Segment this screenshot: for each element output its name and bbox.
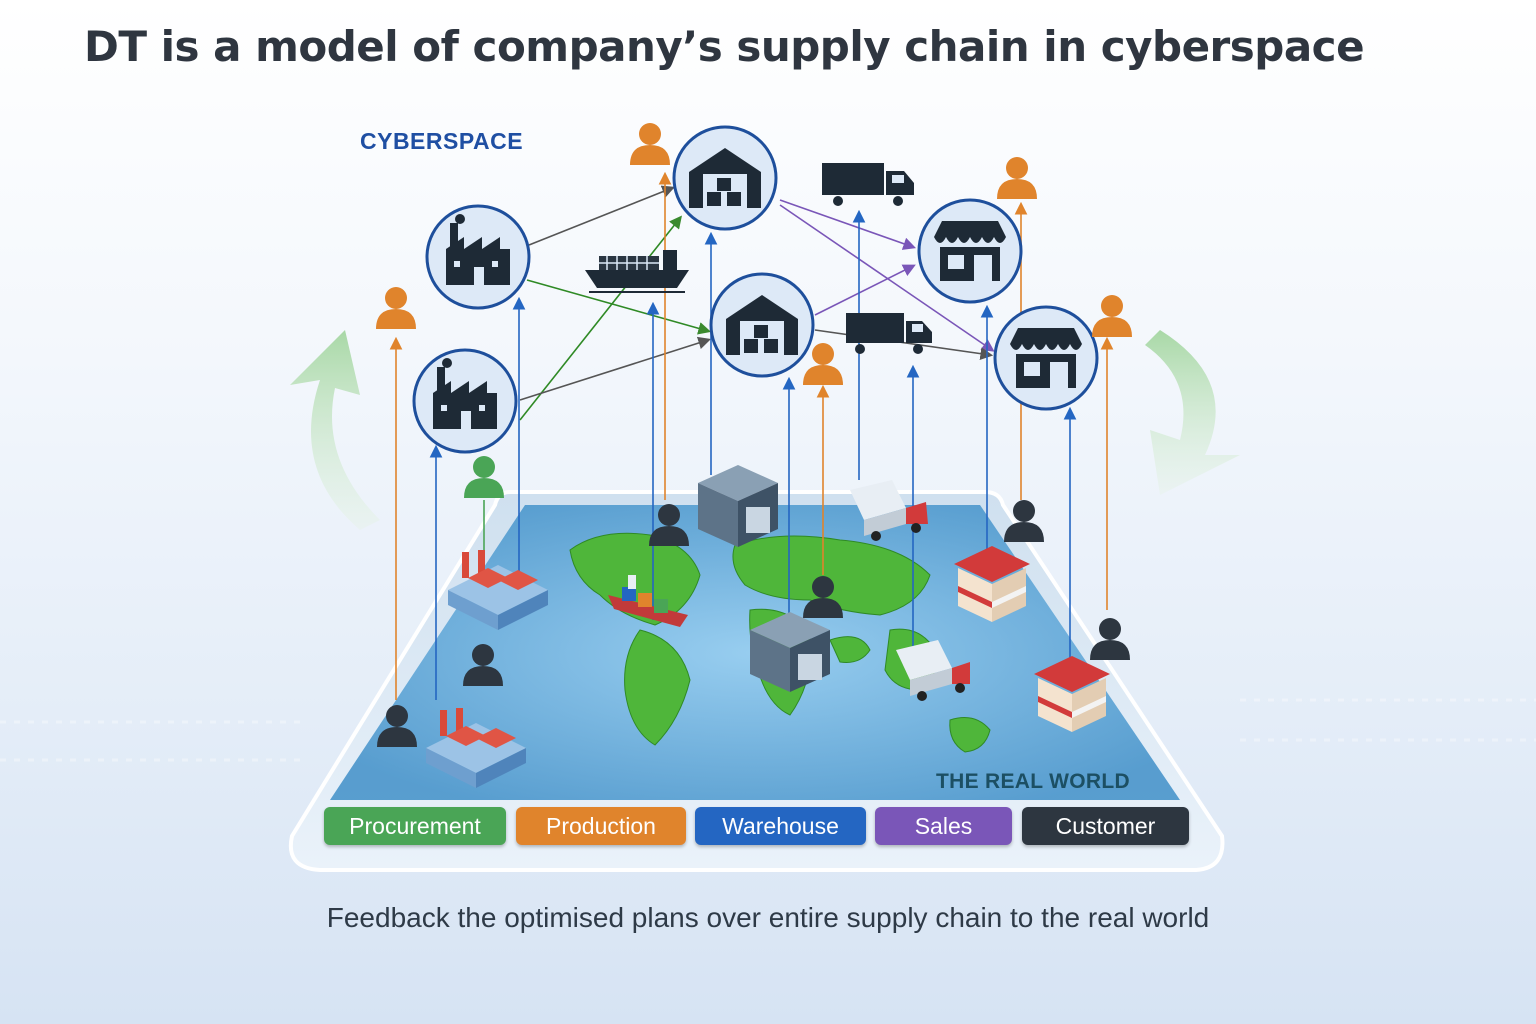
person-icon bbox=[377, 705, 417, 747]
person-icon bbox=[997, 157, 1037, 199]
real-store-icon bbox=[1034, 656, 1110, 732]
stage-sales: Sales bbox=[875, 807, 1012, 845]
real-ship-icon bbox=[608, 575, 688, 627]
real-truck-icon bbox=[850, 480, 928, 541]
factory-icon bbox=[412, 348, 518, 454]
truck-icon bbox=[822, 163, 914, 206]
factory-icon bbox=[425, 204, 531, 310]
truck-icon bbox=[846, 313, 932, 354]
person-icon bbox=[463, 644, 503, 686]
real-warehouse-icon bbox=[750, 612, 830, 692]
feedback-arrow-right bbox=[1145, 330, 1240, 495]
person-icon bbox=[803, 576, 843, 618]
cargo-ship-icon bbox=[585, 250, 689, 293]
cyber-nodes bbox=[412, 125, 1099, 454]
stage-warehouse: Warehouse bbox=[695, 807, 866, 845]
cyberspace-label: CYBERSPACE bbox=[360, 128, 524, 154]
real-truck-icon bbox=[896, 640, 970, 701]
person-icon bbox=[649, 504, 689, 546]
stage-procurement: Procurement bbox=[324, 807, 506, 845]
store-icon bbox=[993, 305, 1099, 411]
person-icon bbox=[630, 123, 670, 165]
stage-production: Production bbox=[516, 807, 686, 845]
person-icon bbox=[464, 456, 504, 498]
person-icon bbox=[803, 343, 843, 385]
person-icon bbox=[1090, 618, 1130, 660]
people bbox=[376, 123, 1132, 747]
real-factory-icon bbox=[426, 708, 526, 788]
page-title: DT is a model of company’s supply chain … bbox=[84, 22, 1365, 71]
real-factory-icon bbox=[448, 550, 548, 630]
feedback-arrow-left bbox=[290, 330, 380, 530]
real-warehouse-icon bbox=[698, 465, 778, 547]
warehouse-icon bbox=[672, 125, 778, 231]
real-world-label: THE REAL WORLD bbox=[936, 770, 1130, 793]
store-icon bbox=[917, 198, 1023, 304]
person-icon bbox=[1092, 295, 1132, 337]
real-store-icon bbox=[954, 546, 1030, 622]
person-icon bbox=[1004, 500, 1044, 542]
footer-caption: Feedback the optimised plans over entire… bbox=[326, 902, 1210, 933]
stage-customer: Customer bbox=[1022, 807, 1189, 845]
person-icon bbox=[376, 287, 416, 329]
warehouse-icon bbox=[709, 272, 815, 378]
